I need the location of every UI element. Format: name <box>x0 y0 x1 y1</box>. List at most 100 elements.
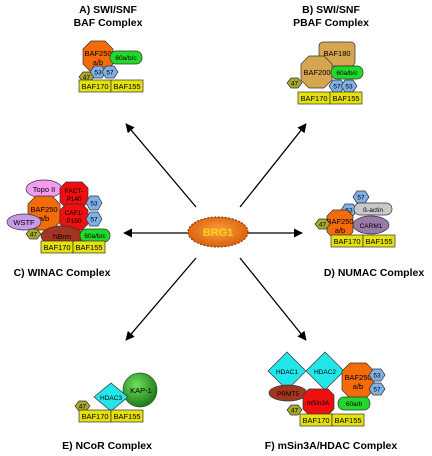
complex-b-title-line1: B) SWI/SNF <box>302 4 360 16</box>
carm1-ellipse <box>352 215 390 235</box>
arrow-to-msin3a <box>239 257 307 341</box>
winac155-label: BAF155 <box>75 243 102 252</box>
baf200-octagon <box>300 55 333 89</box>
arrows <box>123 123 307 341</box>
brg1-node: BRG1 <box>187 216 249 248</box>
complex-f-title: F) mSin3A/HDAC Complex <box>265 440 398 452</box>
ncor170-label: BAF170 <box>81 412 108 421</box>
complex-d-numac: 57 53 ß-actin BAF250 a/b CARM1 47 BAF170… <box>314 190 424 279</box>
baf155-box <box>110 79 144 93</box>
baf53-label: 53 <box>94 70 102 77</box>
complex-d-title: D) NUMAC Complex <box>324 267 424 279</box>
fact-label-1: FACT- <box>65 188 83 195</box>
msin170-label: BAF170 <box>302 416 329 425</box>
msin57-label: 57 <box>373 387 381 394</box>
pbaf155-box <box>329 91 363 105</box>
arrow-to-baf <box>125 123 197 208</box>
msin60-box <box>337 396 371 411</box>
winac-baf250-label: BAF250 <box>30 205 57 214</box>
pbaf60-label: 60a/b/c <box>336 70 358 77</box>
numac57-label: 57 <box>357 195 365 202</box>
hdac1-label: HDAC1 <box>276 369 298 376</box>
baf57-hex <box>101 65 119 79</box>
winac155-box <box>72 240 106 254</box>
ncor155-box <box>110 409 144 423</box>
winac57-hex <box>85 211 103 227</box>
baf60-label: 60a/b/c <box>115 55 137 62</box>
numac53-label: 53 <box>345 208 353 215</box>
wstf-label: WSTF <box>13 218 35 227</box>
baf200-label: BAF200 <box>303 68 330 77</box>
topo2-label: Topo II <box>33 185 56 194</box>
baf155-label: BAF155 <box>113 82 140 91</box>
prmt5-label: PRMT5 <box>277 391 299 398</box>
msin47-hex <box>286 404 303 416</box>
msin155-label: BAF155 <box>334 416 361 425</box>
msin-baf250-label: BAF250 <box>344 373 371 382</box>
complex-b-pbaf: B) SWI/SNF PBAF Complex BAF180 BAF200 60… <box>286 4 369 105</box>
complex-a-baf: A) SWI/SNF BAF Complex BAF250 a/b 60a/b/… <box>74 4 144 93</box>
msin-baf250-ab: a/b <box>353 382 363 391</box>
complex-a-title-line2: BAF Complex <box>74 17 143 29</box>
baf53-hex <box>89 65 107 79</box>
ncor155-label: BAF155 <box>113 412 140 421</box>
winac170-label: BAF170 <box>43 243 70 252</box>
baf180-label: BAF180 <box>323 49 350 58</box>
winac47-label: 47 <box>30 232 38 239</box>
baf170-label: BAF170 <box>81 82 108 91</box>
numac-baf250-ab: a/b <box>335 226 345 235</box>
pbaf47-hex <box>286 77 303 89</box>
baf57-label: 57 <box>106 70 114 77</box>
msin47-label: 47 <box>291 408 299 415</box>
caf1-label-2: P150 <box>66 218 82 225</box>
baf250-label: BAF250 <box>84 49 111 58</box>
complex-f-msin3a: HDAC1 HDAC2 BAF250 a/b 53 57 PRMT5 mSin3… <box>265 351 398 452</box>
bactin-label: ß-actin <box>363 207 383 214</box>
winac53-label: 53 <box>90 201 98 208</box>
kap1-label: KAP-1 <box>130 386 152 395</box>
pbaf47-label: 47 <box>291 81 299 88</box>
pbaf60-box <box>330 65 364 80</box>
winac60-label: 60a/b/c <box>84 233 106 240</box>
baf60-box <box>109 50 143 65</box>
carm1-label: CARM1 <box>360 223 383 230</box>
bactin-box <box>353 202 393 216</box>
complex-b-title-line2: PBAF Complex <box>293 17 369 29</box>
kap1-circle <box>122 372 158 408</box>
msin57-hex <box>368 382 386 396</box>
winac57-label: 57 <box>90 217 98 224</box>
hbrm-label: hBrm <box>53 232 71 241</box>
arrow-to-ncor <box>125 257 197 341</box>
numac-baf250-label: BAF250 <box>326 217 353 226</box>
msin53-label: 53 <box>373 373 381 380</box>
ncor47-label: 47 <box>79 404 87 411</box>
winac47-hex <box>25 228 42 240</box>
msin60-label: 60a/b <box>346 401 363 408</box>
complex-c-title: C) WINAC Complex <box>14 267 111 279</box>
pbaf155-label: BAF155 <box>332 94 359 103</box>
pbaf53-label: 53 <box>345 84 353 91</box>
msin53-hex <box>368 368 386 382</box>
hdac3-label: HDAC3 <box>100 395 122 402</box>
winac-baf250-ab: a/b <box>39 214 49 223</box>
brg1-label: BRG1 <box>203 227 234 239</box>
arrow-to-pbaf <box>239 123 307 208</box>
msin3a-label: mSin3A <box>307 400 330 407</box>
caf1-label-1: CAF1- <box>65 210 84 217</box>
winac53-hex <box>85 195 103 211</box>
msin155-box <box>331 413 365 427</box>
hdac2-label: HDAC2 <box>314 369 336 376</box>
fact-label-2: P140 <box>66 196 82 203</box>
complex-c-winac: Topo II FACT- P140 BAF250 a/b CAF1- P150… <box>6 179 111 279</box>
complex-a-title-line1: A) SWI/SNF <box>79 4 137 16</box>
numac155-box <box>362 234 396 248</box>
caf1-octagon <box>59 203 89 231</box>
numac47-label: 47 <box>319 222 327 229</box>
pbaf170-label: BAF170 <box>300 94 327 103</box>
pbaf57-label: 57 <box>333 84 341 91</box>
complex-e-ncor: KAP-1 HDAC3 47 BAF170 BAF155 E) NCoR Com… <box>62 372 158 452</box>
baf250-ab-label: a/b <box>93 58 103 67</box>
wstf-ellipse <box>6 213 42 231</box>
numac155-label: BAF155 <box>365 237 392 246</box>
